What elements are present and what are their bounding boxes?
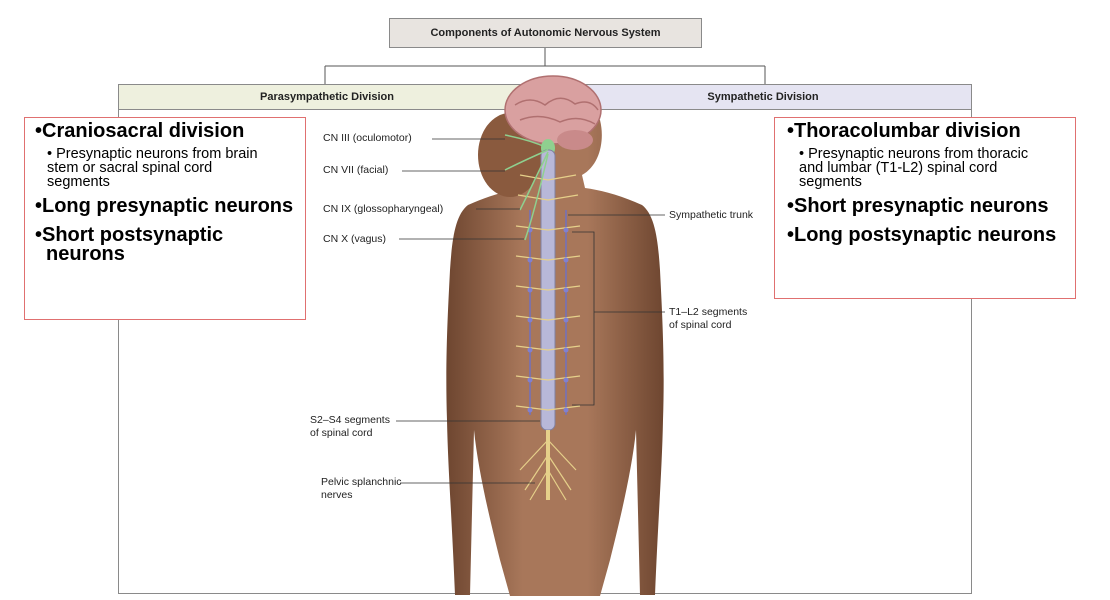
sympathetic-callout: •Thoracolumbar division • Presynaptic ne…	[774, 117, 1076, 299]
sympathetic-heading: Sympathetic Division	[554, 84, 972, 110]
diagram-title: Components of Autonomic Nervous System	[389, 18, 702, 48]
label-s2s4: S2–S4 segments of spinal cord	[310, 414, 390, 440]
parasympathetic-callout: •Craniosacral division • Presynaptic neu…	[24, 117, 306, 320]
label-pelvic-line1: Pelvic splanchnic	[321, 476, 402, 488]
parasympathetic-heading: Parasympathetic Division	[118, 84, 536, 110]
label-cn9: CN IX (glossopharyngeal)	[323, 203, 444, 215]
symp-point-2: •Short presynaptic neurons	[787, 195, 1049, 217]
para-point-1: •Craniosacral division	[35, 120, 245, 142]
para-point-2: •Long presynaptic neurons	[35, 195, 294, 217]
para-point-3: •Short postsynaptic neurons	[35, 224, 224, 265]
label-t1l2-line2: of spinal cord	[669, 319, 732, 331]
para-sub-1: • Presynaptic neurons from brain stem or…	[47, 146, 258, 190]
label-pelvic-line2: nerves	[321, 489, 353, 501]
symp-point-3: •Long postsynaptic neurons	[787, 224, 1057, 246]
symp-point-1: •Thoracolumbar division	[787, 120, 1021, 142]
label-t1l2-line1: T1–L2 segments	[669, 306, 748, 318]
label-cn10: CN X (vagus)	[323, 233, 387, 245]
symp-sub-1: • Presynaptic neurons from thoracic and …	[799, 146, 1029, 190]
label-s2s4-line2: of spinal cord	[310, 427, 373, 439]
label-sympathetic-trunk: Sympathetic trunk	[669, 209, 754, 221]
label-s2s4-line1: S2–S4 segments	[310, 414, 390, 426]
label-t1l2: T1–L2 segments of spinal cord	[669, 306, 747, 332]
label-cn7: CN VII (facial)	[323, 164, 389, 176]
label-cn3: CN III (oculomotor)	[323, 132, 412, 144]
label-pelvic: Pelvic splanchnic nerves	[321, 476, 402, 502]
